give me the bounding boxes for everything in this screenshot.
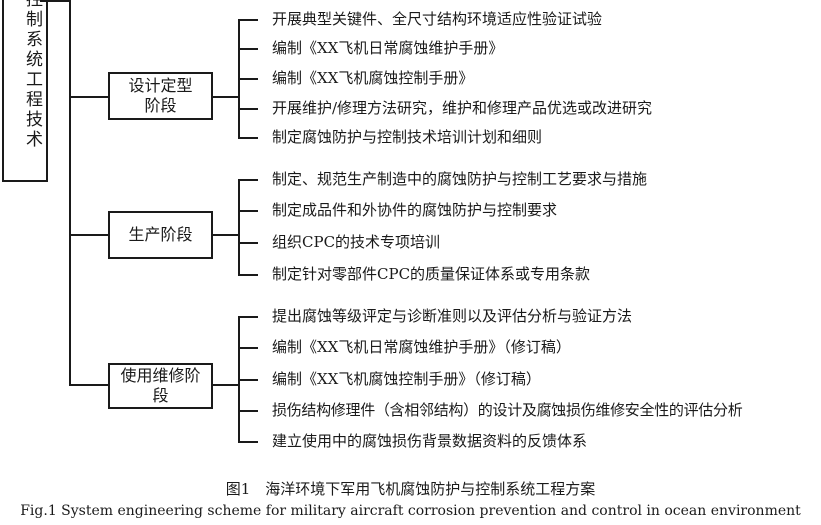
production-item: 制定针对零部件CPC的质量保证体系或专用条款 bbox=[272, 265, 591, 283]
figure-caption-en: Fig.1 System engineering scheme for mili… bbox=[20, 503, 801, 519]
item-tick bbox=[238, 137, 258, 139]
stage-label-production: 生产阶段 bbox=[128, 225, 193, 244]
stage-production-out-line bbox=[213, 234, 239, 236]
item-tick bbox=[238, 274, 258, 276]
item-tick bbox=[238, 242, 258, 244]
item-tick bbox=[238, 78, 258, 80]
figure-caption-cn: 图1 海洋环境下军用飞机腐蚀防护与控制系统工程方案 bbox=[225, 480, 596, 498]
stage-label-maintenance: 使用维修阶 段 bbox=[120, 366, 201, 405]
stage-connector-maintenance bbox=[69, 384, 109, 386]
stage-connector-production bbox=[69, 234, 109, 236]
design-item: 开展维护/修理方法研究，维护和修理产品优选或改进研究 bbox=[272, 99, 653, 117]
stage-label-design: 设计定型 阶段 bbox=[128, 76, 193, 115]
item-tick bbox=[238, 48, 258, 50]
item-tick bbox=[238, 19, 258, 21]
maintenance-item: 提出腐蚀等级评定与诊断准则以及评估分析与验证方法 bbox=[272, 307, 633, 325]
maintenance-item: 编制《XX飞机腐蚀控制手册》（修订稿） bbox=[272, 370, 541, 388]
production-item: 制定、规范生产制造中的腐蚀防护与控制工艺要求与措施 bbox=[272, 170, 648, 188]
item-tick bbox=[238, 108, 258, 110]
item-tick bbox=[238, 210, 258, 212]
stage-box-design: 设计定型 阶段 bbox=[108, 72, 213, 120]
item-tick bbox=[238, 410, 258, 412]
production-item: 制定成品件和外协件的腐蚀防护与控制要求 bbox=[272, 201, 558, 219]
design-item: 开展典型关键件、全尺寸结构环境适应性验证试验 bbox=[272, 10, 603, 28]
item-tick bbox=[238, 379, 258, 381]
stage-box-maintenance: 使用维修阶 段 bbox=[108, 363, 213, 409]
design-item: 编制《XX飞机腐蚀控制手册》 bbox=[272, 69, 474, 87]
stage-design-out-line bbox=[213, 96, 239, 98]
maintenance-item: 编制《XX飞机日常腐蚀维护手册》（修订稿） bbox=[272, 338, 571, 356]
item-tick bbox=[238, 316, 258, 318]
stage-connector-design bbox=[69, 96, 109, 98]
design-item: 制定腐蚀防护与控制技术培训计划和细则 bbox=[272, 128, 543, 146]
production-item: 组织CPC的技术专项培训 bbox=[272, 233, 441, 251]
maintenance-item: 损伤结构修理件（含相邻结构）的设计及腐蚀损伤维修安全性的评估分析 bbox=[272, 401, 743, 419]
root-stem-line bbox=[40, 0, 70, 2]
item-tick bbox=[238, 441, 258, 443]
stage-maintenance-out-line bbox=[213, 384, 239, 386]
stage-production-bracket bbox=[238, 179, 240, 276]
stage-box-production: 生产阶段 bbox=[108, 211, 213, 259]
item-tick bbox=[238, 179, 258, 181]
root-node: 控制系统工程技术 bbox=[2, 0, 48, 182]
design-item: 编制《XX飞机日常腐蚀维护手册》 bbox=[272, 39, 504, 57]
root-trunk-line bbox=[69, 0, 71, 385]
root-label: 控制系统工程技术 bbox=[22, 0, 42, 150]
item-tick bbox=[238, 347, 258, 349]
maintenance-item: 建立使用中的腐蚀损伤背景数据资料的反馈体系 bbox=[272, 432, 588, 450]
